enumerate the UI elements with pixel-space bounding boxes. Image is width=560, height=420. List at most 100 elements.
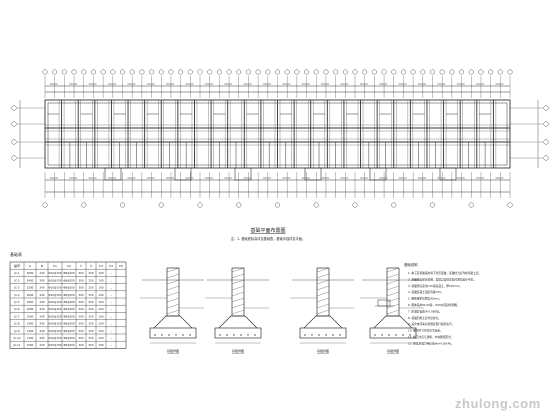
rebar-dot	[388, 334, 390, 336]
table-cell: 240	[40, 307, 45, 311]
table-cell: ...	[110, 294, 113, 297]
entry-footing	[174, 167, 192, 181]
table-cell: Φ8@200	[63, 293, 75, 297]
table-cell: Φ8@200	[63, 322, 75, 326]
wall-stem	[166, 267, 180, 317]
table-cell: ...	[110, 330, 113, 333]
plan-note: 注：1. 基础底标高详见基础表，基础中线详见平面。	[231, 236, 305, 241]
hatch-line	[231, 273, 245, 279]
table-cell: Φ10@150	[49, 336, 62, 340]
table-cell: Φ10@150	[49, 286, 62, 290]
rebar-dot	[175, 334, 177, 336]
note-line: 12. 地基承载力特征值fak=150kPa。	[408, 341, 454, 345]
table-cell: 300	[79, 322, 84, 326]
entry-footing	[439, 167, 457, 181]
table-cell: JC-1	[13, 271, 20, 275]
grid-bubble	[119, 69, 125, 75]
rebar-dot	[339, 334, 341, 336]
hatch-line	[386, 291, 400, 297]
table-cell: Φ10@150	[49, 343, 62, 347]
hatch-line	[316, 273, 330, 279]
grid-bubble	[61, 69, 67, 75]
rebar-dot	[161, 334, 163, 336]
section-label: 基础详图	[387, 348, 399, 353]
table-cell: 1500	[27, 314, 34, 318]
grid-bubble	[197, 202, 203, 208]
table-cell: 240	[40, 322, 45, 326]
grid-bubble	[362, 69, 368, 75]
entry-footing	[304, 167, 322, 181]
note-line: 5. 钢筋保护层厚度40mm。	[408, 297, 442, 301]
hatch-line	[231, 297, 245, 303]
hatch-line	[316, 285, 330, 291]
table-cell: 250	[89, 286, 94, 290]
note-line: 9. 其余未尽事宜按国家现行规范执行。	[408, 322, 454, 326]
grid-bubble	[478, 69, 484, 75]
table-cell: 240	[40, 300, 45, 304]
grid-bubble	[139, 69, 145, 75]
table-cell: Φ8@200	[63, 271, 75, 275]
table-cell: Φ10@150	[49, 293, 62, 297]
table-cell: 1800	[27, 300, 34, 304]
rebar-dot	[154, 334, 156, 336]
footing-pad	[369, 327, 417, 339]
rebar-dot	[304, 334, 306, 336]
rebar-dot	[233, 334, 235, 336]
hatch-line	[231, 309, 245, 315]
grid-bubble	[226, 69, 232, 75]
table-cell: ...	[110, 337, 113, 340]
grid-bubble	[178, 69, 184, 75]
hatch-line	[231, 267, 245, 273]
table-header: h4	[109, 264, 113, 268]
grid-bubble	[420, 69, 426, 75]
table-cell: 1400	[27, 322, 34, 326]
rebar-dot	[332, 334, 334, 336]
table-cell: 100	[99, 271, 104, 275]
table-header: B	[41, 264, 43, 268]
footing-slope	[218, 315, 258, 329]
section-detail: 基础详图	[140, 267, 204, 353]
table-cell: 100	[99, 322, 104, 326]
table-header: ②	[90, 264, 93, 268]
note-line: 4. 基础混凝土强度等级C25。	[408, 290, 444, 294]
note-line: 10. 图中尺寸单位均为毫米。	[408, 329, 443, 333]
rebar-dot	[254, 334, 256, 336]
note-line: 8. 基础回填土应分层夯实。	[408, 316, 441, 320]
entry-footing	[234, 167, 252, 181]
note-line: 6. 砌体采用MU10砖，M10水泥砂浆砌筑。	[408, 303, 460, 307]
grid-bubble	[449, 69, 455, 75]
table-cell: 250	[89, 343, 94, 347]
hatch-line	[316, 303, 330, 309]
grid-bubble	[42, 202, 48, 208]
hatch-line	[316, 291, 330, 297]
table-cell: 240	[40, 314, 45, 318]
table-cell: Φ8@200	[63, 307, 75, 311]
table-cell: ...	[110, 279, 113, 282]
table-cell: 250	[89, 271, 94, 275]
table-cell: Φ10@150	[49, 271, 62, 275]
grid-bubble	[284, 69, 290, 75]
hatch-line	[166, 279, 180, 285]
table-cell: 300	[79, 286, 84, 290]
rebar-dot	[381, 334, 383, 336]
hatch-line	[231, 285, 245, 291]
grid-bubble	[158, 202, 164, 208]
axis-bubble	[543, 105, 549, 111]
table-cell: JC-11	[13, 343, 21, 347]
table-cell: Φ8@200	[63, 314, 75, 318]
grid-bubble	[459, 69, 465, 75]
table-cell: 2400	[27, 278, 34, 282]
grid-bubble	[100, 69, 106, 75]
table-cell: 100	[99, 329, 104, 333]
table-cell: Φ10@150	[49, 314, 62, 318]
grid-bubble	[110, 69, 116, 75]
table-cell: 300	[79, 343, 84, 347]
notes-title: 基础说明	[404, 262, 418, 267]
table-cell: 250	[89, 329, 94, 333]
table-cell: JC-6	[13, 307, 20, 311]
table-header: h1	[53, 264, 57, 268]
table-cell: 300	[79, 336, 84, 340]
grid-bubble	[81, 202, 87, 208]
grid-bubble	[71, 69, 77, 75]
table-cell: 2200	[27, 286, 34, 290]
